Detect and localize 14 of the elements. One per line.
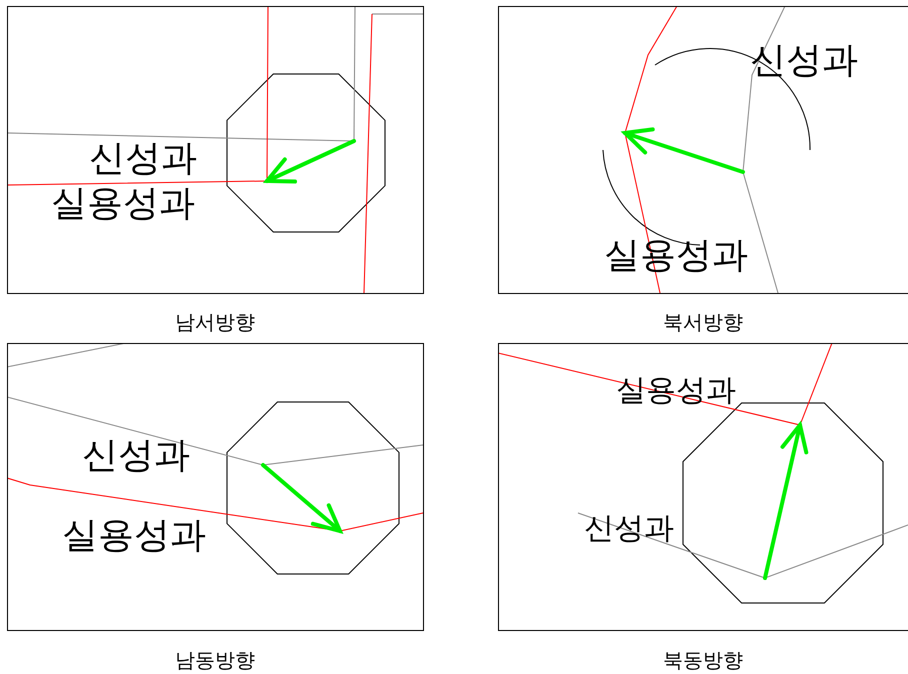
- panel-caption: 남서방향: [175, 312, 255, 332]
- text-label: 신성과: [82, 438, 190, 474]
- text-label: 신성과: [584, 514, 674, 544]
- text-label: 실용성과: [62, 518, 206, 554]
- text-label: 실용성과: [51, 186, 195, 222]
- text-label: 신성과: [750, 43, 858, 79]
- panel-caption: 남동방향: [175, 650, 255, 670]
- diagram-panel: [7, 343, 424, 631]
- diagram-panel: [7, 6, 424, 294]
- panel-caption: 북동방향: [663, 650, 743, 670]
- diagram-panel: [498, 343, 908, 631]
- panel-caption: 북서방향: [663, 312, 743, 332]
- text-label: 신성과: [89, 141, 197, 177]
- diagram-panel: [498, 6, 908, 294]
